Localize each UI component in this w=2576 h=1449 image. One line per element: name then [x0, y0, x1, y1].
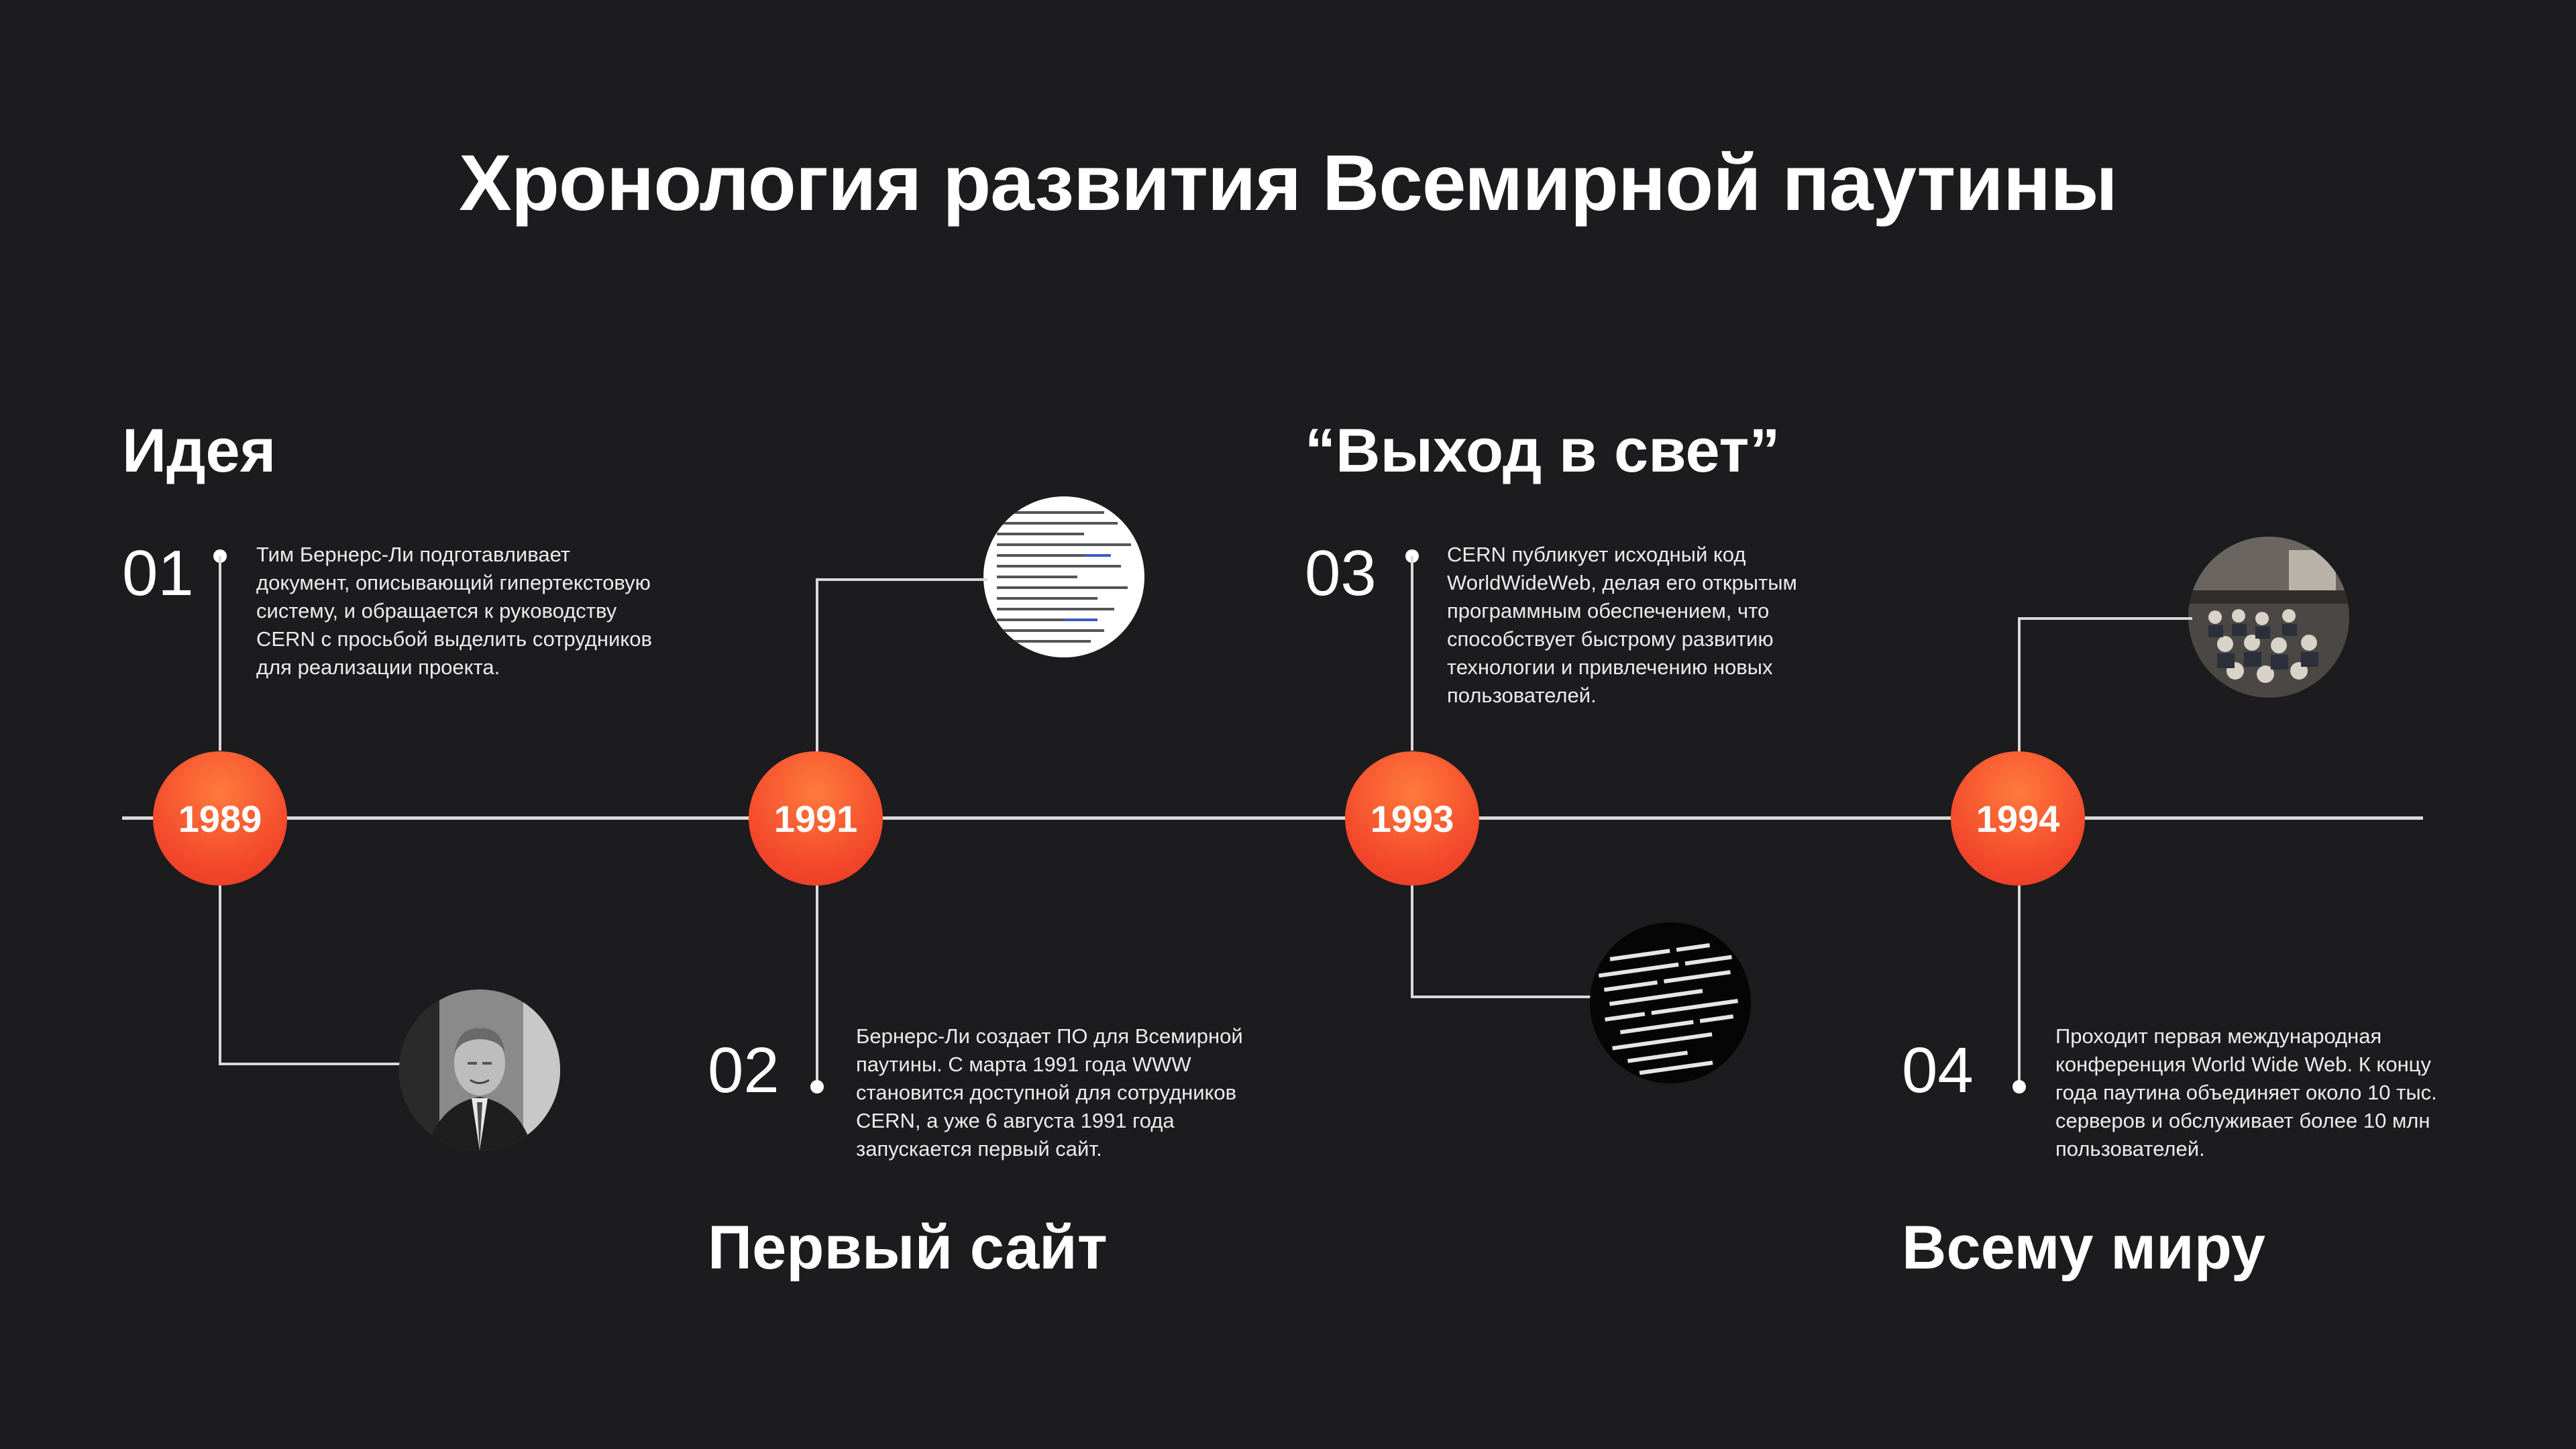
event-number: 03	[1305, 537, 1377, 609]
connector-line	[816, 580, 818, 751]
event-heading-idea: Идея	[122, 417, 276, 485]
event-number: 04	[1902, 1034, 1974, 1106]
connector-line	[816, 578, 987, 581]
connector-dot	[810, 1080, 824, 1093]
connector-line	[219, 885, 221, 1064]
connector-line	[2018, 619, 2021, 751]
event-number: 02	[708, 1034, 780, 1106]
event-description: Проходит первая международная конференци…	[2055, 1024, 2437, 1161]
connector-line	[1411, 996, 1599, 998]
document-photo	[983, 496, 1144, 657]
event-description: Тим Бернерс-Ли подготавливает документ, …	[256, 543, 652, 679]
year-marker-1989: 1989	[153, 751, 287, 885]
portrait-photo	[399, 989, 560, 1150]
event-heading-release: “Выход в свет”	[1305, 417, 1780, 485]
connector-dot	[2012, 1080, 2026, 1093]
year-marker-1991: 1991	[749, 751, 883, 885]
timeline-axis	[122, 816, 2423, 820]
event-heading-worldwide: Всему миру	[1902, 1214, 2265, 1282]
connector-line	[2018, 617, 2192, 620]
conference-photo	[2188, 537, 2349, 698]
event-heading-first-site: Первый сайт	[708, 1214, 1108, 1282]
connector-line	[219, 556, 221, 751]
connector-line	[219, 1063, 405, 1065]
year-marker-1994: 1994	[1951, 751, 2085, 885]
connector-line	[1411, 885, 1413, 997]
event-description: CERN публикует исходный код WorldWideWeb…	[1447, 543, 1797, 707]
code-photo	[1590, 922, 1751, 1083]
connector-line	[816, 885, 818, 1087]
connector-line	[2018, 885, 2021, 1087]
event-number: 01	[122, 537, 194, 609]
page-title: Хронология развития Всемирной паутины	[459, 139, 2118, 227]
event-description: Бернерс-Ли создает ПО для Всемирной паут…	[856, 1024, 1243, 1161]
connector-line	[1411, 556, 1413, 751]
year-marker-1993: 1993	[1345, 751, 1479, 885]
